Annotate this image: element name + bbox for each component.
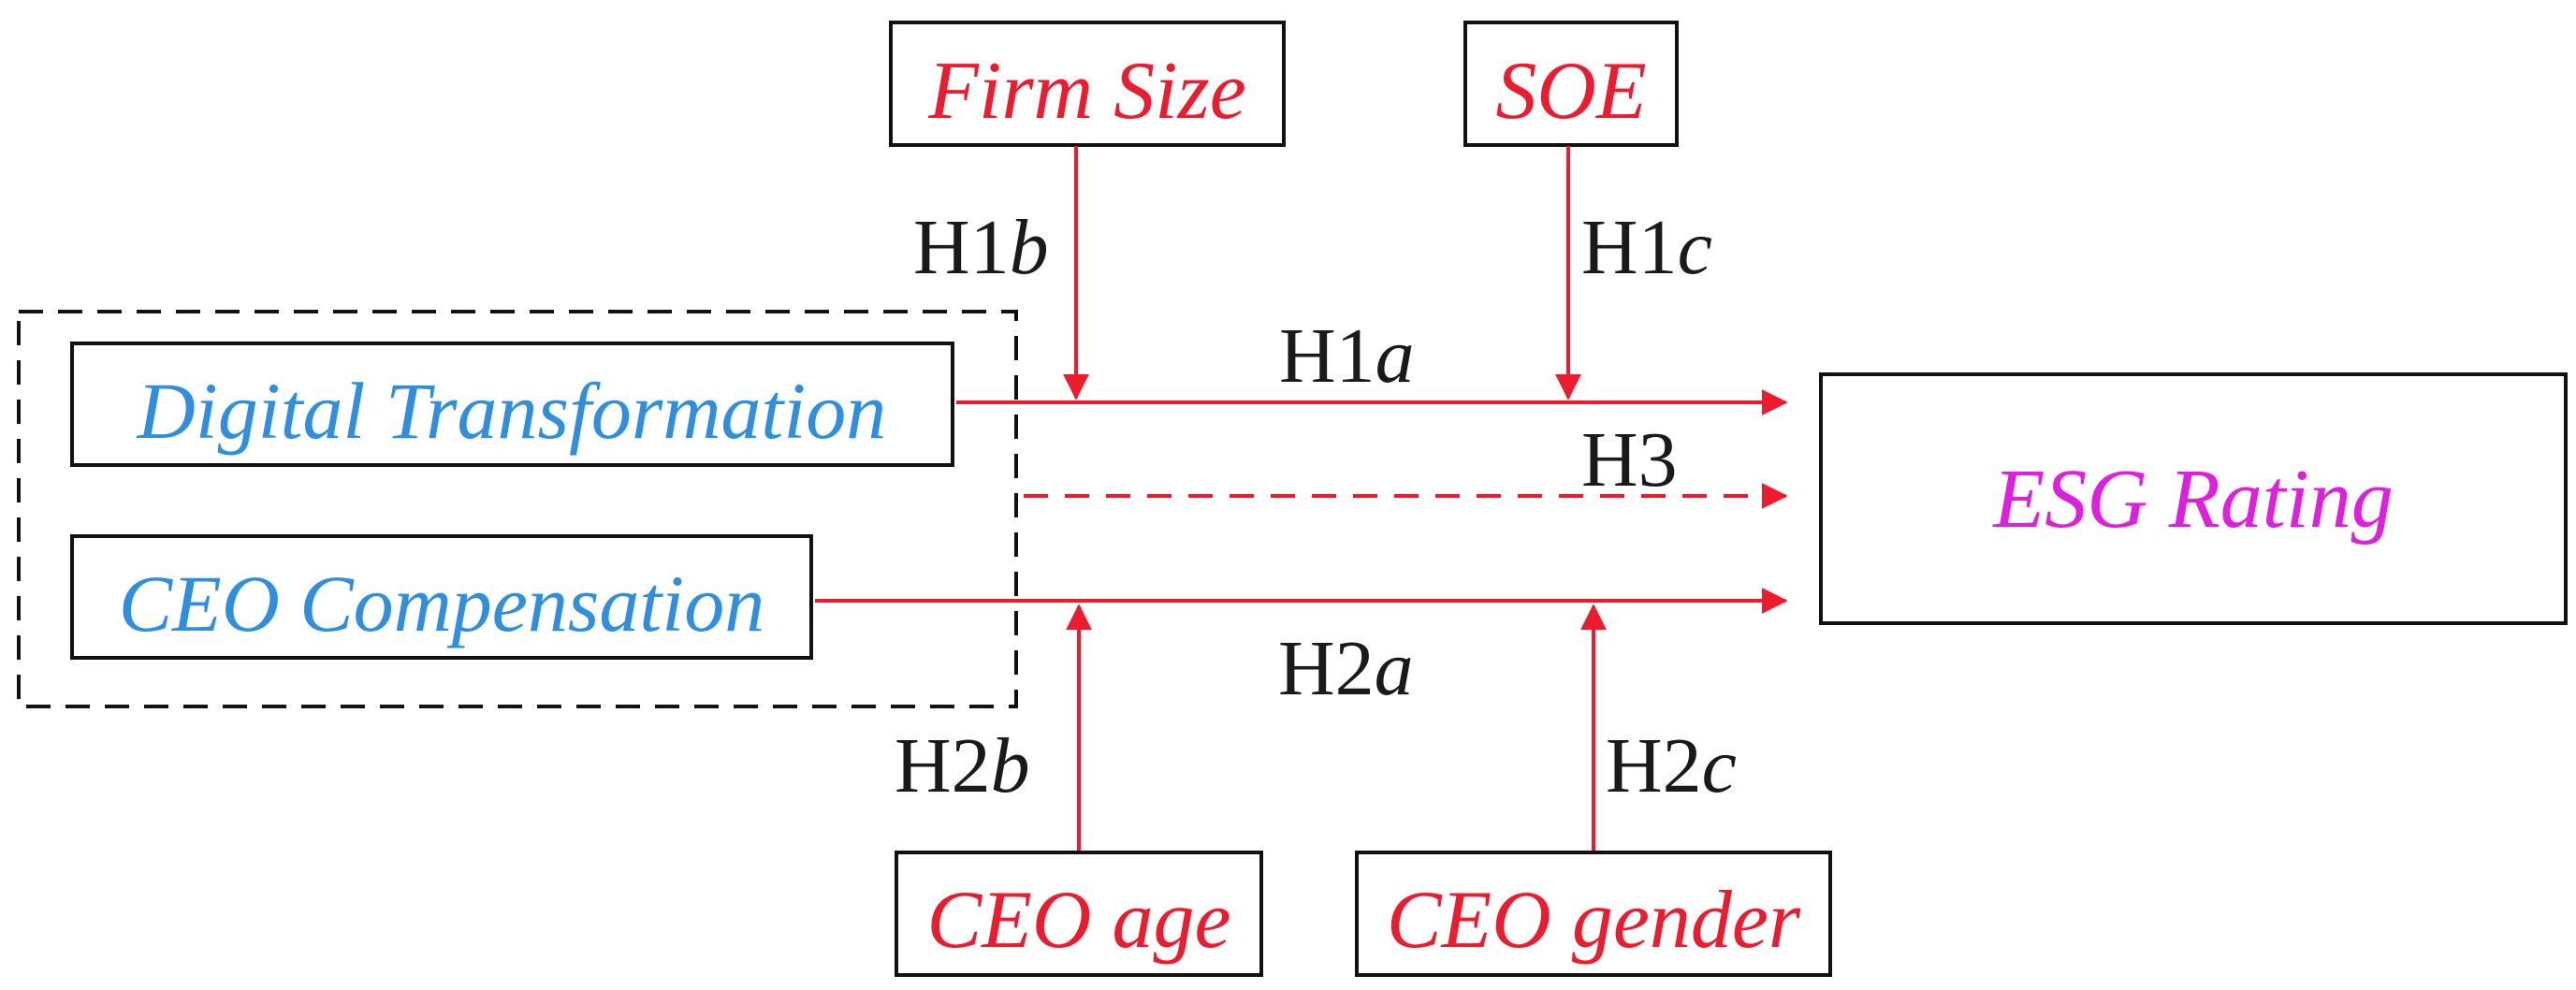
firm-size-label: Firm Size bbox=[927, 46, 1246, 137]
ceo-compensation-box: CEO Compensation bbox=[70, 534, 813, 660]
digital-transformation-box: Digital Transformation bbox=[70, 342, 954, 467]
ceo-compensation-label: CEO Compensation bbox=[119, 559, 764, 648]
independent-variables-group bbox=[17, 310, 1018, 708]
firm-size-box: Firm Size bbox=[889, 21, 1286, 147]
ceo-gender-box: CEO gender bbox=[1355, 851, 1832, 977]
esg-rating-box: ESG Rating bbox=[1819, 372, 2568, 625]
ceo-age-label: CEO age bbox=[926, 875, 1230, 966]
hypothesis-label-h1a: H1a bbox=[1279, 313, 1415, 400]
hypothesis-label-h1b: H1b bbox=[913, 204, 1049, 291]
soe-label: SOE bbox=[1495, 46, 1646, 137]
ceo-gender-label: CEO gender bbox=[1387, 875, 1801, 966]
soe-box: SOE bbox=[1463, 21, 1679, 147]
hypothesis-label-h3: H3 bbox=[1581, 416, 1678, 503]
hypothesis-label-h2b: H2b bbox=[895, 722, 1030, 809]
hypothesis-label-h1c: H1c bbox=[1581, 204, 1712, 291]
digital-transformation-label: Digital Transformation bbox=[137, 366, 886, 456]
esg-rating-label: ESG Rating bbox=[1991, 453, 2393, 546]
hypothesis-label-h2c: H2c bbox=[1606, 722, 1737, 809]
hypothesis-label-h2a: H2a bbox=[1278, 625, 1414, 712]
ceo-age-box: CEO age bbox=[895, 851, 1263, 977]
